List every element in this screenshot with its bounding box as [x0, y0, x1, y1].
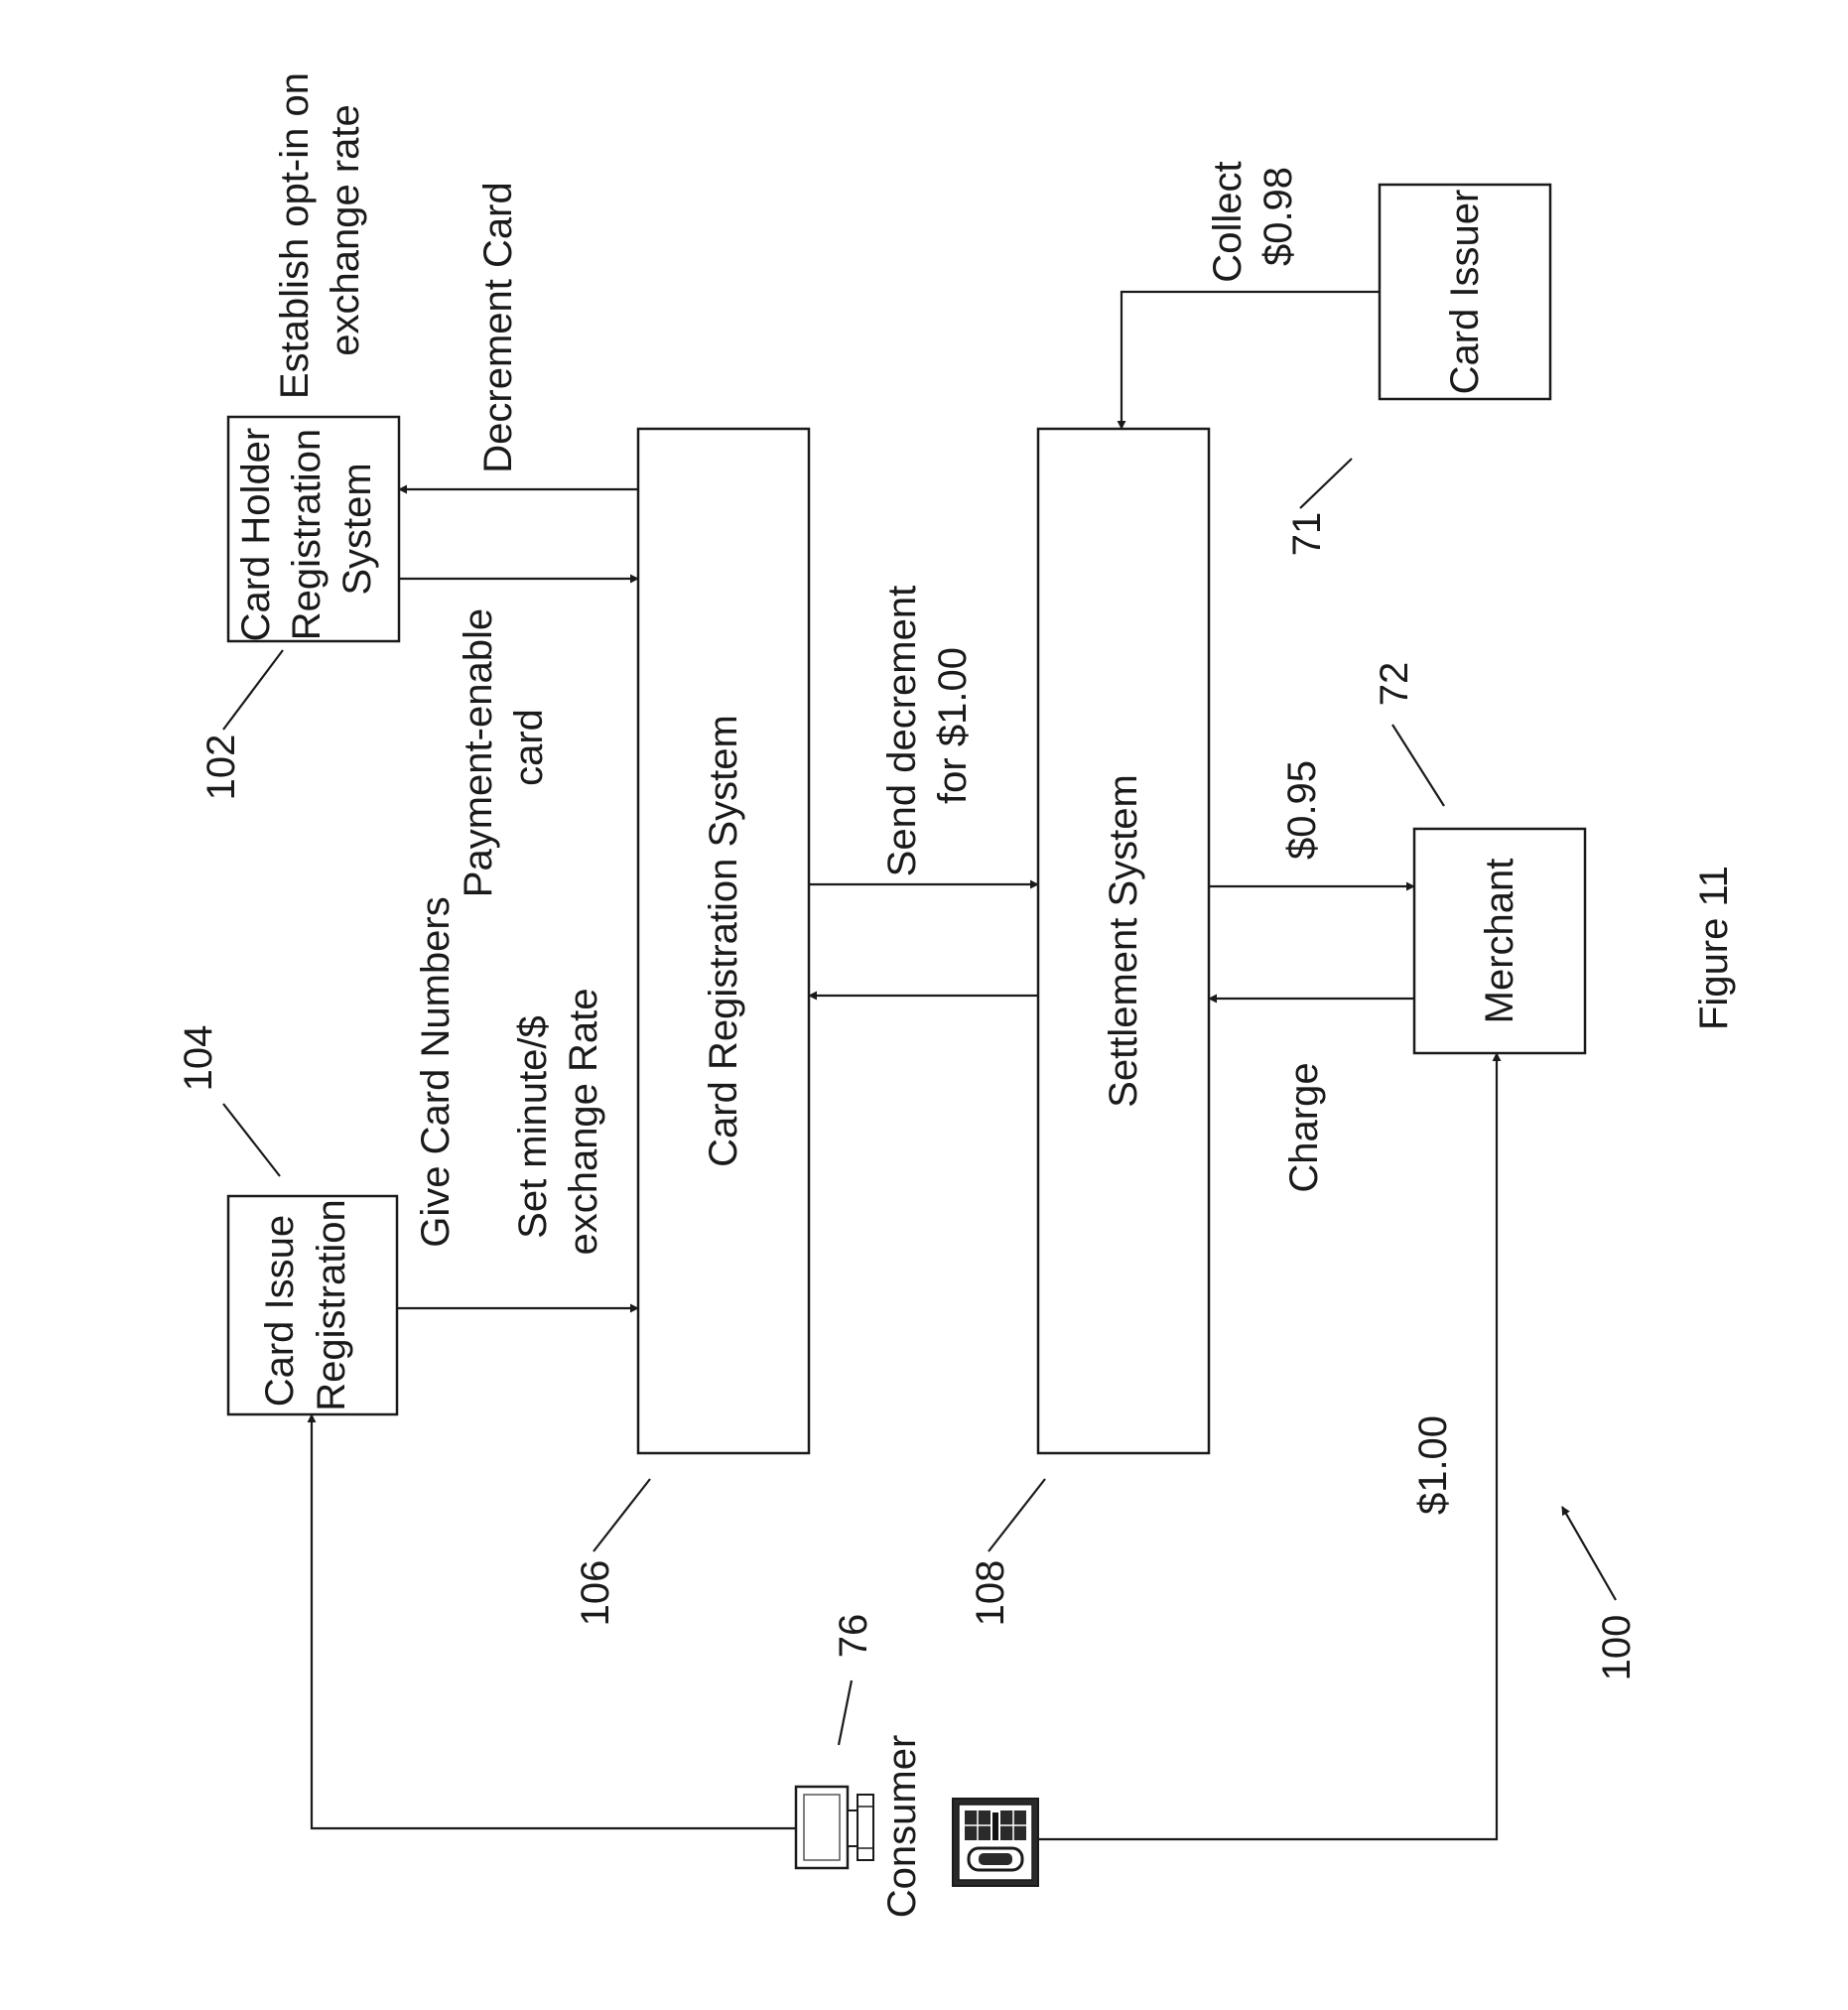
- leader-102: [223, 650, 283, 730]
- ref-102: 102: [199, 735, 243, 801]
- ref-100: 100: [1595, 1615, 1639, 1681]
- merchant-label: Merchant: [1478, 859, 1521, 1024]
- set-rate-label: Set minute/$ exchange Rate: [511, 988, 605, 1255]
- consumer-to-card-issue-arrow: [312, 1414, 802, 1828]
- leader-104: [223, 1104, 280, 1176]
- ref-108: 108: [969, 1560, 1012, 1627]
- computer-icon: [796, 1787, 873, 1868]
- leader-100: [1562, 1507, 1616, 1600]
- charge-label: Charge: [1282, 1062, 1326, 1192]
- card-registration-system-label: Card Registration System: [702, 715, 745, 1167]
- establish-opt-in-label: Establish opt-in on exchange rate: [273, 62, 367, 399]
- leader-71: [1300, 459, 1352, 508]
- collect-label: Collect $0.98: [1206, 150, 1300, 282]
- payment-label: $1.00: [1411, 1415, 1455, 1515]
- decrement-card-label: Decrement Card: [476, 182, 520, 472]
- settlement-system-label: Settlement System: [1102, 774, 1145, 1108]
- consumer-label: Consumer: [880, 1735, 924, 1919]
- payout-label: $0.95: [1280, 760, 1324, 860]
- leader-72: [1392, 725, 1444, 806]
- ref-106: 106: [574, 1560, 617, 1627]
- ref-76: 76: [832, 1614, 875, 1659]
- ref-71: 71: [1285, 512, 1329, 557]
- ref-72: 72: [1373, 662, 1416, 707]
- send-decrement-label: Send decrement for $1.00: [880, 575, 975, 877]
- payment-enable-label: Payment-enable card: [457, 598, 551, 897]
- phone-icon: [953, 1799, 1038, 1886]
- ref-104: 104: [177, 1025, 220, 1092]
- leader-108: [989, 1479, 1045, 1551]
- leader-76: [839, 1680, 852, 1745]
- leader-106: [594, 1479, 650, 1551]
- card-issuer-label: Card Issuer: [1443, 190, 1487, 395]
- give-card-numbers-label: Give Card Numbers: [414, 896, 458, 1247]
- figure-caption: Figure 11: [1692, 866, 1736, 1030]
- collect-arrow: [1122, 292, 1380, 429]
